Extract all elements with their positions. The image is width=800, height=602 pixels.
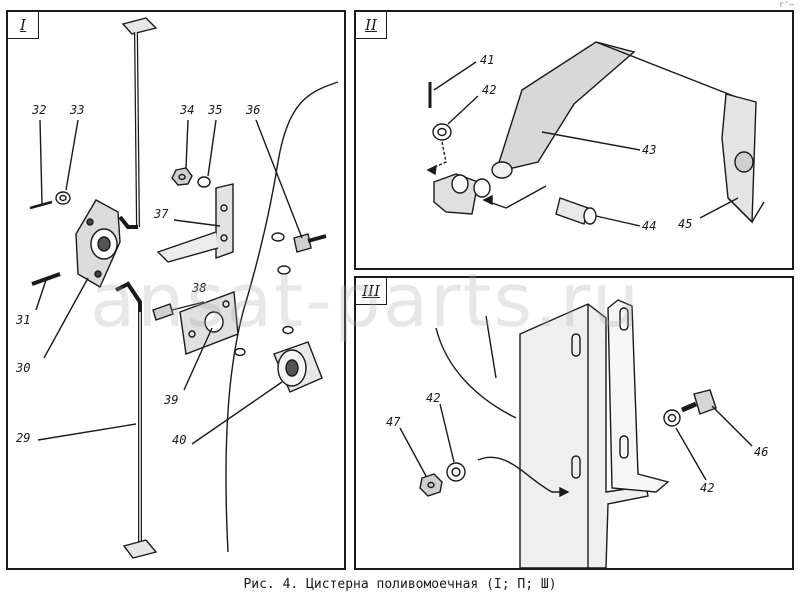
rod-lower	[115, 281, 142, 542]
label-45: 45	[678, 217, 692, 231]
label-46: 46	[754, 445, 768, 459]
arm-43	[494, 41, 636, 173]
label-41: 41	[480, 53, 494, 67]
figure-caption: Рис. 4. Цистерна поливомоечная (I; П; Ш)	[243, 577, 557, 592]
panel-2-drawing: 41 42 43 44 45	[426, 41, 765, 233]
bracket-37	[215, 183, 234, 259]
panel-2: II	[354, 10, 794, 270]
pin-31	[31, 272, 61, 286]
washer-33	[55, 191, 71, 205]
top-plate	[121, 17, 158, 35]
label-39: 39	[163, 393, 178, 407]
panel-3: III	[354, 276, 794, 570]
pin-32	[29, 200, 53, 210]
label-42-p3-right: 42	[700, 481, 714, 495]
label-30: 30	[15, 361, 30, 375]
side-bracket	[607, 299, 670, 493]
pin-38	[152, 303, 174, 321]
nut-34	[171, 167, 193, 186]
label-44: 44	[642, 219, 656, 233]
panel-1: I	[6, 10, 346, 570]
wire	[225, 81, 339, 553]
panel-3-numeral: III	[356, 278, 387, 305]
bolt-36	[293, 233, 312, 253]
washer-35	[197, 176, 211, 188]
label-31: 31	[15, 313, 30, 327]
washer-42-right	[663, 409, 681, 427]
label-38: 38	[191, 281, 206, 295]
nut-47	[419, 473, 443, 497]
label-47: 47	[386, 415, 401, 429]
label-40: 40	[172, 433, 186, 447]
panel-1-numeral: I	[8, 12, 39, 39]
bolt-46	[693, 389, 717, 415]
label-37: 37	[153, 207, 169, 221]
washer-42	[432, 123, 452, 141]
pin-44	[555, 197, 589, 225]
label-34: 34	[179, 103, 194, 117]
panel-3-drawing: 47 42 42 46	[386, 299, 768, 569]
label-42-p3-left: 42	[426, 391, 440, 405]
label-36: 36	[245, 103, 260, 117]
label-32: 32	[31, 103, 46, 117]
panel-1-drawing: 32 33 34 35 36 37 31 30 38 39 40 29	[15, 17, 339, 559]
label-42-p2: 42	[482, 83, 496, 97]
panel-2-numeral: II	[356, 12, 387, 39]
corner-mark: г'—	[779, 0, 794, 9]
bottom-plate	[122, 539, 158, 559]
label-29: 29	[16, 431, 30, 445]
label-43: 43	[642, 143, 656, 157]
label-35: 35	[207, 103, 222, 117]
label-33: 33	[69, 103, 84, 117]
washer-42-left	[446, 462, 466, 482]
